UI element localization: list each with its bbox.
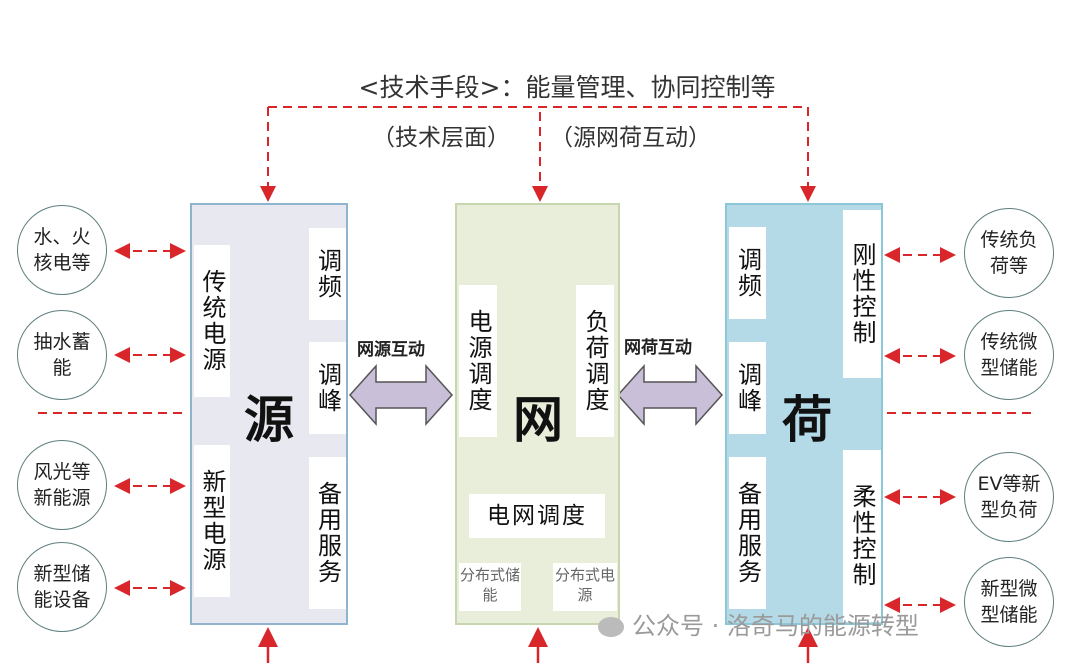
source-box: 传统电源 新型电源 调频 调峰 备用服务 源 [190,203,348,625]
load-freq: 调频 [729,227,766,319]
source-reserve: 备用服务 [309,457,346,609]
grid-box: 电源调度 负荷调度 网 电网调度 分布式储能 分布式电源 [455,203,620,625]
circle-new-micro-storage: 新型微型储能 [964,557,1054,647]
circle-pumped-storage: 抽水蓄能 [17,310,107,400]
wechat-icon [598,617,624,637]
traditional-source: 传统电源 [194,245,230,397]
source-freq: 调频 [309,228,346,320]
circle-hydro-thermal-nuclear: 水、火核电等 [17,205,107,295]
technique-text: <技术手段>：能量管理、协同控制等 [358,73,776,102]
grid-title: 网 [513,390,563,449]
flexible-control: 柔性控制 [843,450,881,622]
new-source: 新型电源 [194,445,230,597]
load-reserve: 备用服务 [729,457,766,609]
interaction-text: （源网荷互动） [550,125,711,151]
load-box: 调频 调峰 备用服务 刚性控制 柔性控制 荷 [725,203,883,625]
source-dispatch: 电源调度 [459,285,497,437]
grid-dispatch: 电网调度 [469,494,605,538]
source-peak: 调峰 [309,342,346,434]
double-arrow-grid-source [348,364,454,426]
grid-load-label: 网荷互动 [624,338,692,358]
circle-traditional-load: 传统负荷等 [964,208,1054,298]
circle-ev-load: EV等新型负荷 [964,452,1054,542]
dist-storage: 分布式储能 [459,563,521,611]
load-dispatch: 负荷调度 [576,285,614,437]
load-peak: 调峰 [729,342,766,434]
dist-source: 分布式电源 [553,563,617,611]
tech-level-text: （技术层面） [372,125,510,151]
circle-new-storage: 新型储能设备 [17,542,107,632]
grid-source-label: 网源互动 [357,340,425,360]
load-title: 荷 [782,390,832,449]
double-arrow-grid-load [616,364,724,426]
source-title: 源 [244,390,294,449]
watermark: 公众号 · 洛奇马的能源转型 [598,606,919,641]
circle-wind-solar: 风光等新能源 [17,440,107,530]
rigid-control: 刚性控制 [843,210,881,378]
circle-traditional-micro-storage: 传统微型储能 [964,310,1054,400]
